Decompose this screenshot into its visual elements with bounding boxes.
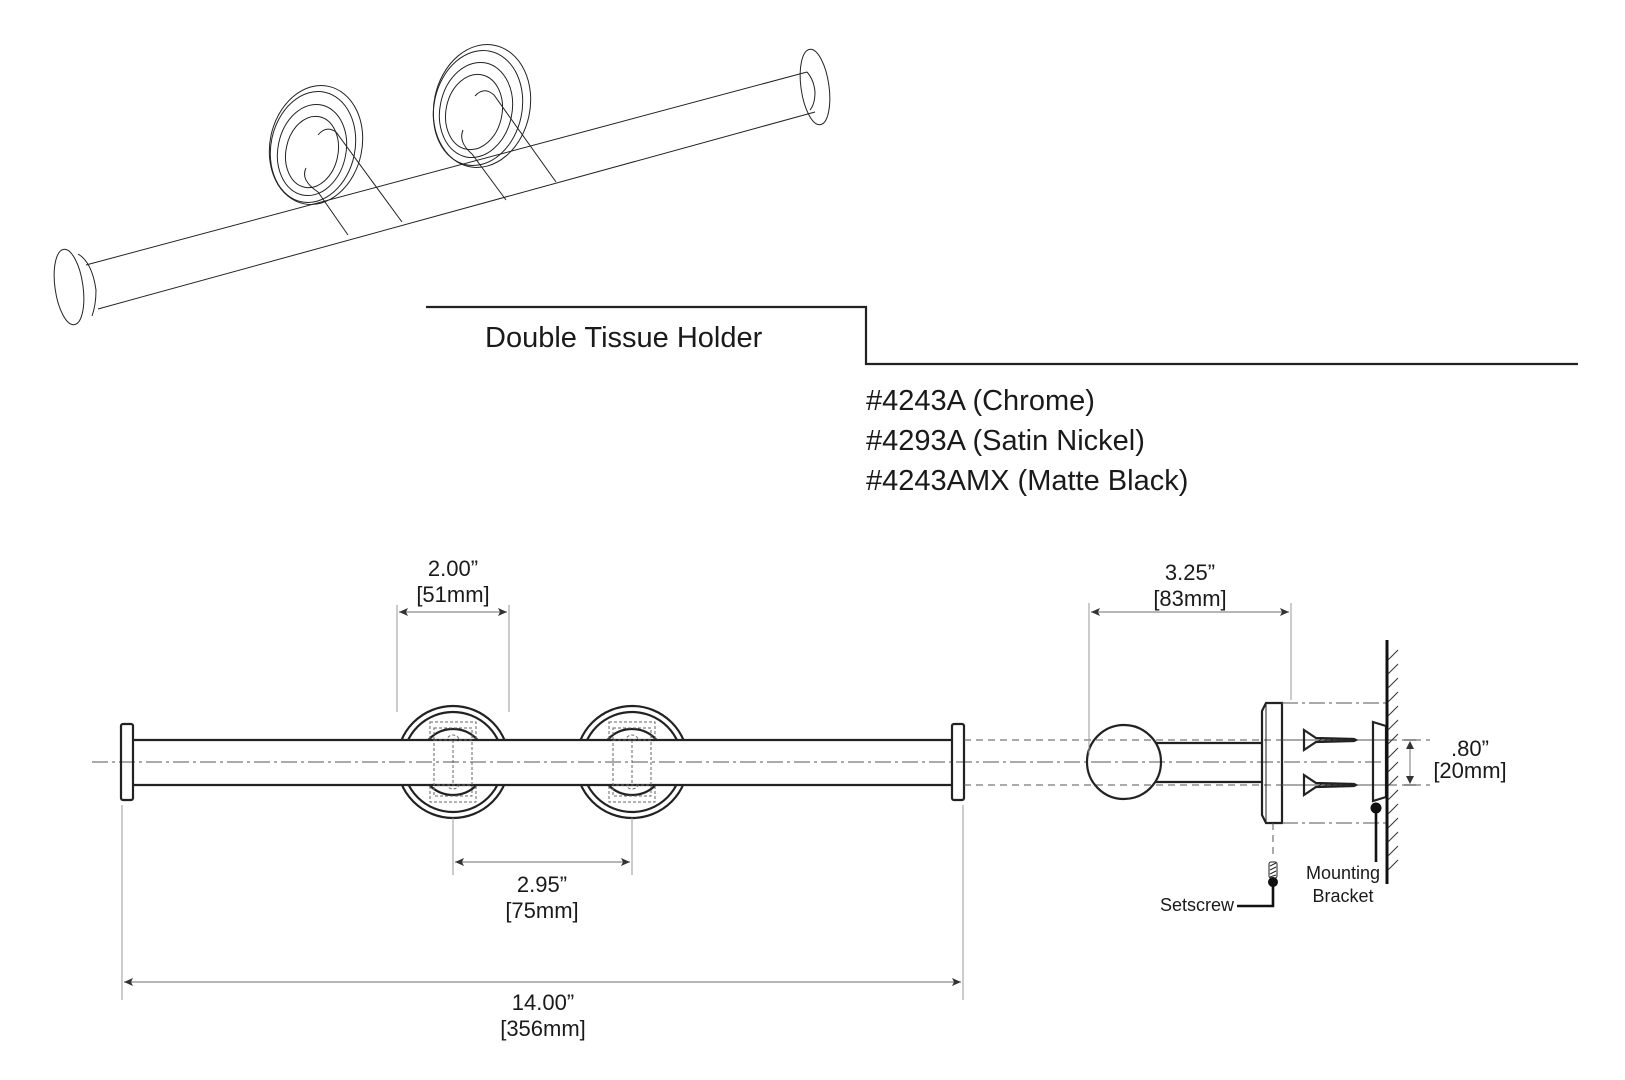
- hatch-mark: [1387, 859, 1399, 871]
- side-bar-section: [1085, 723, 1163, 801]
- hatch-mark: [1387, 817, 1399, 829]
- dim-projection-label: 3.25” [83mm]: [1140, 560, 1240, 612]
- hatch-mark: [1387, 649, 1399, 661]
- bracket-leader: [1370, 802, 1382, 862]
- dim-screw-spacing: [1404, 739, 1416, 786]
- model-chrome: #4243A (Chrome): [866, 385, 1095, 417]
- hatch-mark: [1387, 719, 1399, 731]
- dim-post-spacing: [452, 818, 633, 875]
- dim-projection: [1088, 603, 1292, 755]
- model-matte-black: #4243AMX (Matte Black): [866, 465, 1189, 497]
- dim-flange-diameter-mm: [51mm]: [416, 582, 490, 607]
- iso-flange-left: [268, 85, 364, 205]
- hatch-mark: [1387, 803, 1399, 815]
- dim-screw-spacing-mm: [20mm]: [1433, 758, 1507, 783]
- dim-projection-inch: 3.25”: [1164, 560, 1216, 585]
- side-flange: [1260, 701, 1284, 825]
- dim-post-spacing-mm: [75mm]: [505, 898, 579, 923]
- dim-flange-diameter: [396, 605, 510, 712]
- hatch-mark: [1387, 831, 1399, 843]
- isometric-view: [53, 44, 831, 326]
- front-endcap-right: [950, 722, 966, 802]
- wall-screw-icon: [1302, 727, 1359, 798]
- dim-post-spacing-inch: 2.95”: [516, 872, 568, 897]
- hatch-mark: [1387, 733, 1399, 745]
- hatch-mark: [1387, 789, 1399, 801]
- mounting-bracket-label-line1: Mounting: [1306, 863, 1381, 883]
- dim-post-spacing-label: 2.95” [75mm]: [492, 872, 592, 924]
- dim-screw-spacing-label: .80” [20mm]: [1420, 738, 1520, 782]
- hatch-mark: [1387, 775, 1399, 787]
- hatch-mark: [1387, 705, 1399, 717]
- hatch-mark: [1387, 761, 1399, 773]
- dim-overall-length-mm: [356mm]: [500, 1016, 586, 1041]
- title-rule: [426, 305, 1578, 366]
- setscrew-label: Setscrew: [1160, 895, 1235, 915]
- hatch-mark: [1387, 663, 1399, 675]
- dim-overall-length: [121, 805, 964, 1000]
- iso-bar: [53, 48, 831, 326]
- mounting-bracket-label-line2: Bracket: [1312, 886, 1374, 906]
- iso-posts: [304, 90, 557, 236]
- front-view: [92, 605, 1395, 1000]
- dim-overall-length-inch: 14.00”: [511, 990, 575, 1015]
- hatch-mark: [1387, 747, 1399, 759]
- hatch-mark: [1387, 845, 1399, 857]
- product-title: Double Tissue Holder: [485, 322, 763, 354]
- model-satin-nickel: #4293A (Satin Nickel): [866, 425, 1145, 457]
- setscrew-icon: [1237, 823, 1278, 908]
- dim-flange-diameter-inch: 2.00”: [427, 556, 479, 581]
- side-view: [1085, 603, 1430, 908]
- hatch-mark: [1387, 677, 1399, 689]
- dim-overall-length-label: 14.00” [356mm]: [483, 990, 603, 1042]
- dim-flange-diameter-label: 2.00” [51mm]: [403, 556, 503, 608]
- dim-screw-spacing-inch: .80”: [1451, 736, 1489, 761]
- iso-flange-right: [432, 44, 532, 168]
- mounting-bracket-label: Mounting Bracket: [1306, 862, 1380, 908]
- front-endcap-left: [119, 722, 135, 802]
- hatch-mark: [1387, 691, 1399, 703]
- wall-hatch: [1387, 649, 1399, 871]
- dim-projection-mm: [83mm]: [1153, 586, 1227, 611]
